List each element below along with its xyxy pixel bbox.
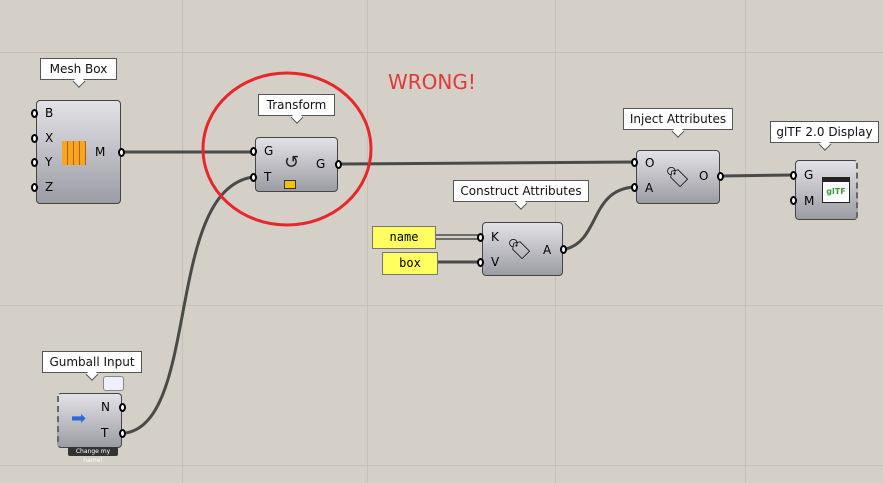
wire-construct-inject <box>565 185 635 251</box>
input-o: O <box>645 156 655 170</box>
transform-icon: ↺ <box>284 152 308 189</box>
port-dot[interactable] <box>717 172 724 181</box>
gumball-icon: ➡ <box>71 408 87 429</box>
port-dot[interactable] <box>119 429 126 438</box>
port-dot[interactable] <box>477 258 484 267</box>
inject-attributes-label: Inject Attributes <box>623 108 733 130</box>
port-dot[interactable] <box>118 148 125 157</box>
input-v: V <box>491 255 500 269</box>
port-dot[interactable] <box>31 109 38 118</box>
port-dot[interactable] <box>335 160 342 169</box>
port-dot[interactable] <box>560 245 567 254</box>
grid-line <box>0 305 883 306</box>
gumball-nickname: Change my name! <box>68 447 118 464</box>
input-m: M <box>804 194 815 208</box>
gumball-input-component[interactable]: ➡ N T <box>57 393 122 448</box>
gltf-icon: glTF <box>822 177 850 203</box>
input-z: Z <box>45 180 54 194</box>
input-t: T <box>264 170 272 184</box>
input-g: G <box>264 144 274 158</box>
port-dot[interactable] <box>631 158 638 167</box>
mesh-box-icon <box>62 141 86 165</box>
grid-line <box>0 465 883 466</box>
wire-gumball-transform <box>125 175 254 435</box>
panel-box[interactable]: box <box>382 252 438 275</box>
input-x: X <box>45 131 54 145</box>
grid-line <box>182 0 183 483</box>
red-circle-annotation <box>201 71 373 227</box>
output-o: O <box>699 169 709 183</box>
gumball-input-label: Gumball Input <box>42 351 142 373</box>
construct-attributes-component[interactable]: K V 🏷 A <box>482 222 563 276</box>
wire-inject-gltf <box>721 173 794 178</box>
mesh-box-label: Mesh Box <box>40 58 117 80</box>
inject-attributes-component[interactable]: O A 🏷 O <box>636 150 720 204</box>
output-a: A <box>543 243 552 257</box>
wire-name-k <box>434 234 480 240</box>
grid-line <box>745 0 746 483</box>
port-dot[interactable] <box>250 147 257 156</box>
comment-bubble-icon <box>103 376 124 391</box>
port-dot[interactable] <box>31 183 38 192</box>
transform-label: Transform <box>258 94 335 116</box>
gltf-display-component[interactable]: G M glTF <box>795 160 858 220</box>
port-dot[interactable] <box>119 403 126 412</box>
port-dot[interactable] <box>250 173 257 182</box>
output-m: M <box>95 145 106 159</box>
port-dot[interactable] <box>790 196 797 205</box>
wire-transform-inject <box>340 160 635 166</box>
construct-attributes-label: Construct Attributes <box>453 180 589 202</box>
port-dot[interactable] <box>31 158 38 167</box>
transform-component[interactable]: G T ↺ G <box>255 137 338 192</box>
grid-line <box>367 0 368 483</box>
output-t: T <box>101 426 109 440</box>
mesh-box-component[interactable]: B X Y Z M <box>36 100 121 204</box>
output-g: G <box>316 157 326 171</box>
port-dot[interactable] <box>631 183 638 192</box>
port-dot[interactable] <box>477 233 484 242</box>
output-n: N <box>101 400 110 414</box>
tag-brush-icon: 🏷 <box>507 237 533 261</box>
grid-line <box>0 52 883 53</box>
input-g: G <box>804 168 814 182</box>
panel-name[interactable]: name <box>372 226 436 249</box>
port-dot[interactable] <box>31 134 38 143</box>
input-y: Y <box>45 155 53 169</box>
input-k: K <box>491 230 499 244</box>
tag-icon: 🏷 <box>665 165 691 189</box>
wrong-annotation: WRONG! <box>388 70 476 94</box>
input-a: A <box>645 181 654 195</box>
input-b: B <box>45 106 54 120</box>
gltf-display-label: glTF 2.0 Display <box>770 121 879 143</box>
port-dot[interactable] <box>790 171 797 180</box>
